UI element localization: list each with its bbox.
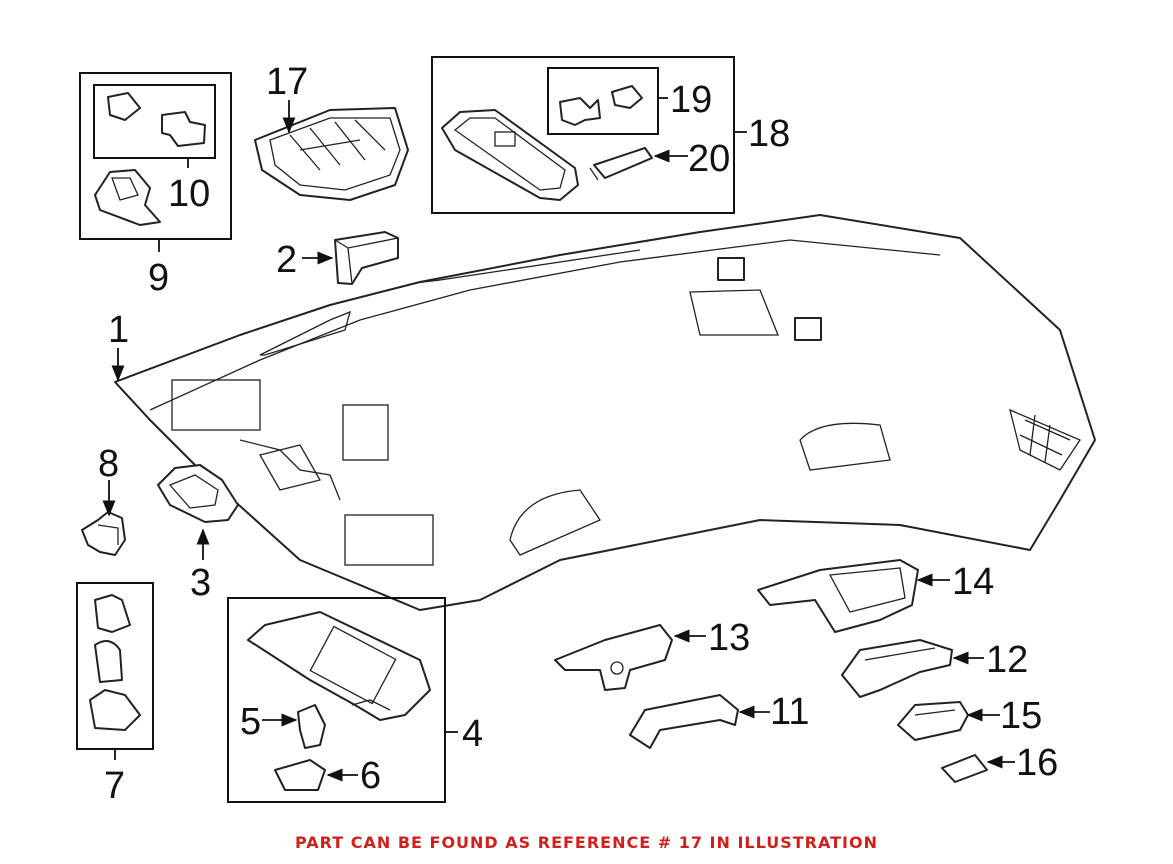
callout-5: 5 xyxy=(240,701,261,743)
bulb-socket-part xyxy=(107,92,206,147)
callout-13: 13 xyxy=(708,617,750,659)
callout-4: 4 xyxy=(462,713,483,755)
clips-7-part xyxy=(89,594,141,731)
bulb-20-part xyxy=(589,147,653,181)
callout-12: 12 xyxy=(986,639,1028,681)
callout-1: 1 xyxy=(108,309,129,351)
bracket-13-part xyxy=(554,624,673,691)
sun-visor-part xyxy=(247,611,431,721)
callout-9: 9 xyxy=(148,257,169,299)
dome-lamp-part xyxy=(441,109,579,201)
grab-handle-12-part xyxy=(841,639,953,698)
callout-14: 14 xyxy=(952,561,994,603)
callout-11: 11 xyxy=(770,691,809,733)
kit-box-9 xyxy=(79,72,232,240)
callout-10: 10 xyxy=(168,173,210,215)
kit-box-4 xyxy=(227,597,446,803)
leader-lines xyxy=(102,97,1015,782)
headliner-part xyxy=(114,214,1096,611)
bracket-14-part xyxy=(757,559,919,633)
visor-clip-5-part xyxy=(297,704,326,749)
pad-part xyxy=(334,231,399,285)
grab-handle-11-part xyxy=(629,694,739,749)
callout-8: 8 xyxy=(98,443,119,485)
callout-15: 15 xyxy=(1000,695,1042,737)
grab-handle-mount-part xyxy=(157,464,239,523)
callout-17: 17 xyxy=(266,61,308,103)
clip-8-part xyxy=(81,511,126,556)
callout-7: 7 xyxy=(104,765,125,807)
bulb-16-part xyxy=(941,754,988,783)
callout-3: 3 xyxy=(190,562,211,604)
kit-box-10 xyxy=(93,84,216,159)
callout-18: 18 xyxy=(748,113,790,155)
reference-caption: PART CAN BE FOUND AS REFERENCE # 17 IN I… xyxy=(295,833,878,852)
visor-cover-6-part xyxy=(274,759,326,791)
callout-2: 2 xyxy=(276,239,297,281)
callout-6: 6 xyxy=(360,755,381,797)
overhead-console-part xyxy=(254,107,409,201)
lamp-housing-part xyxy=(94,169,161,226)
kit-box-19 xyxy=(547,67,659,135)
callout-16: 16 xyxy=(1016,742,1058,784)
bulb-19-part xyxy=(559,85,643,126)
kit-box-18 xyxy=(431,56,735,214)
callout-20: 20 xyxy=(688,138,730,180)
callout-19: 19 xyxy=(670,79,712,121)
switch-15-part xyxy=(897,701,969,741)
